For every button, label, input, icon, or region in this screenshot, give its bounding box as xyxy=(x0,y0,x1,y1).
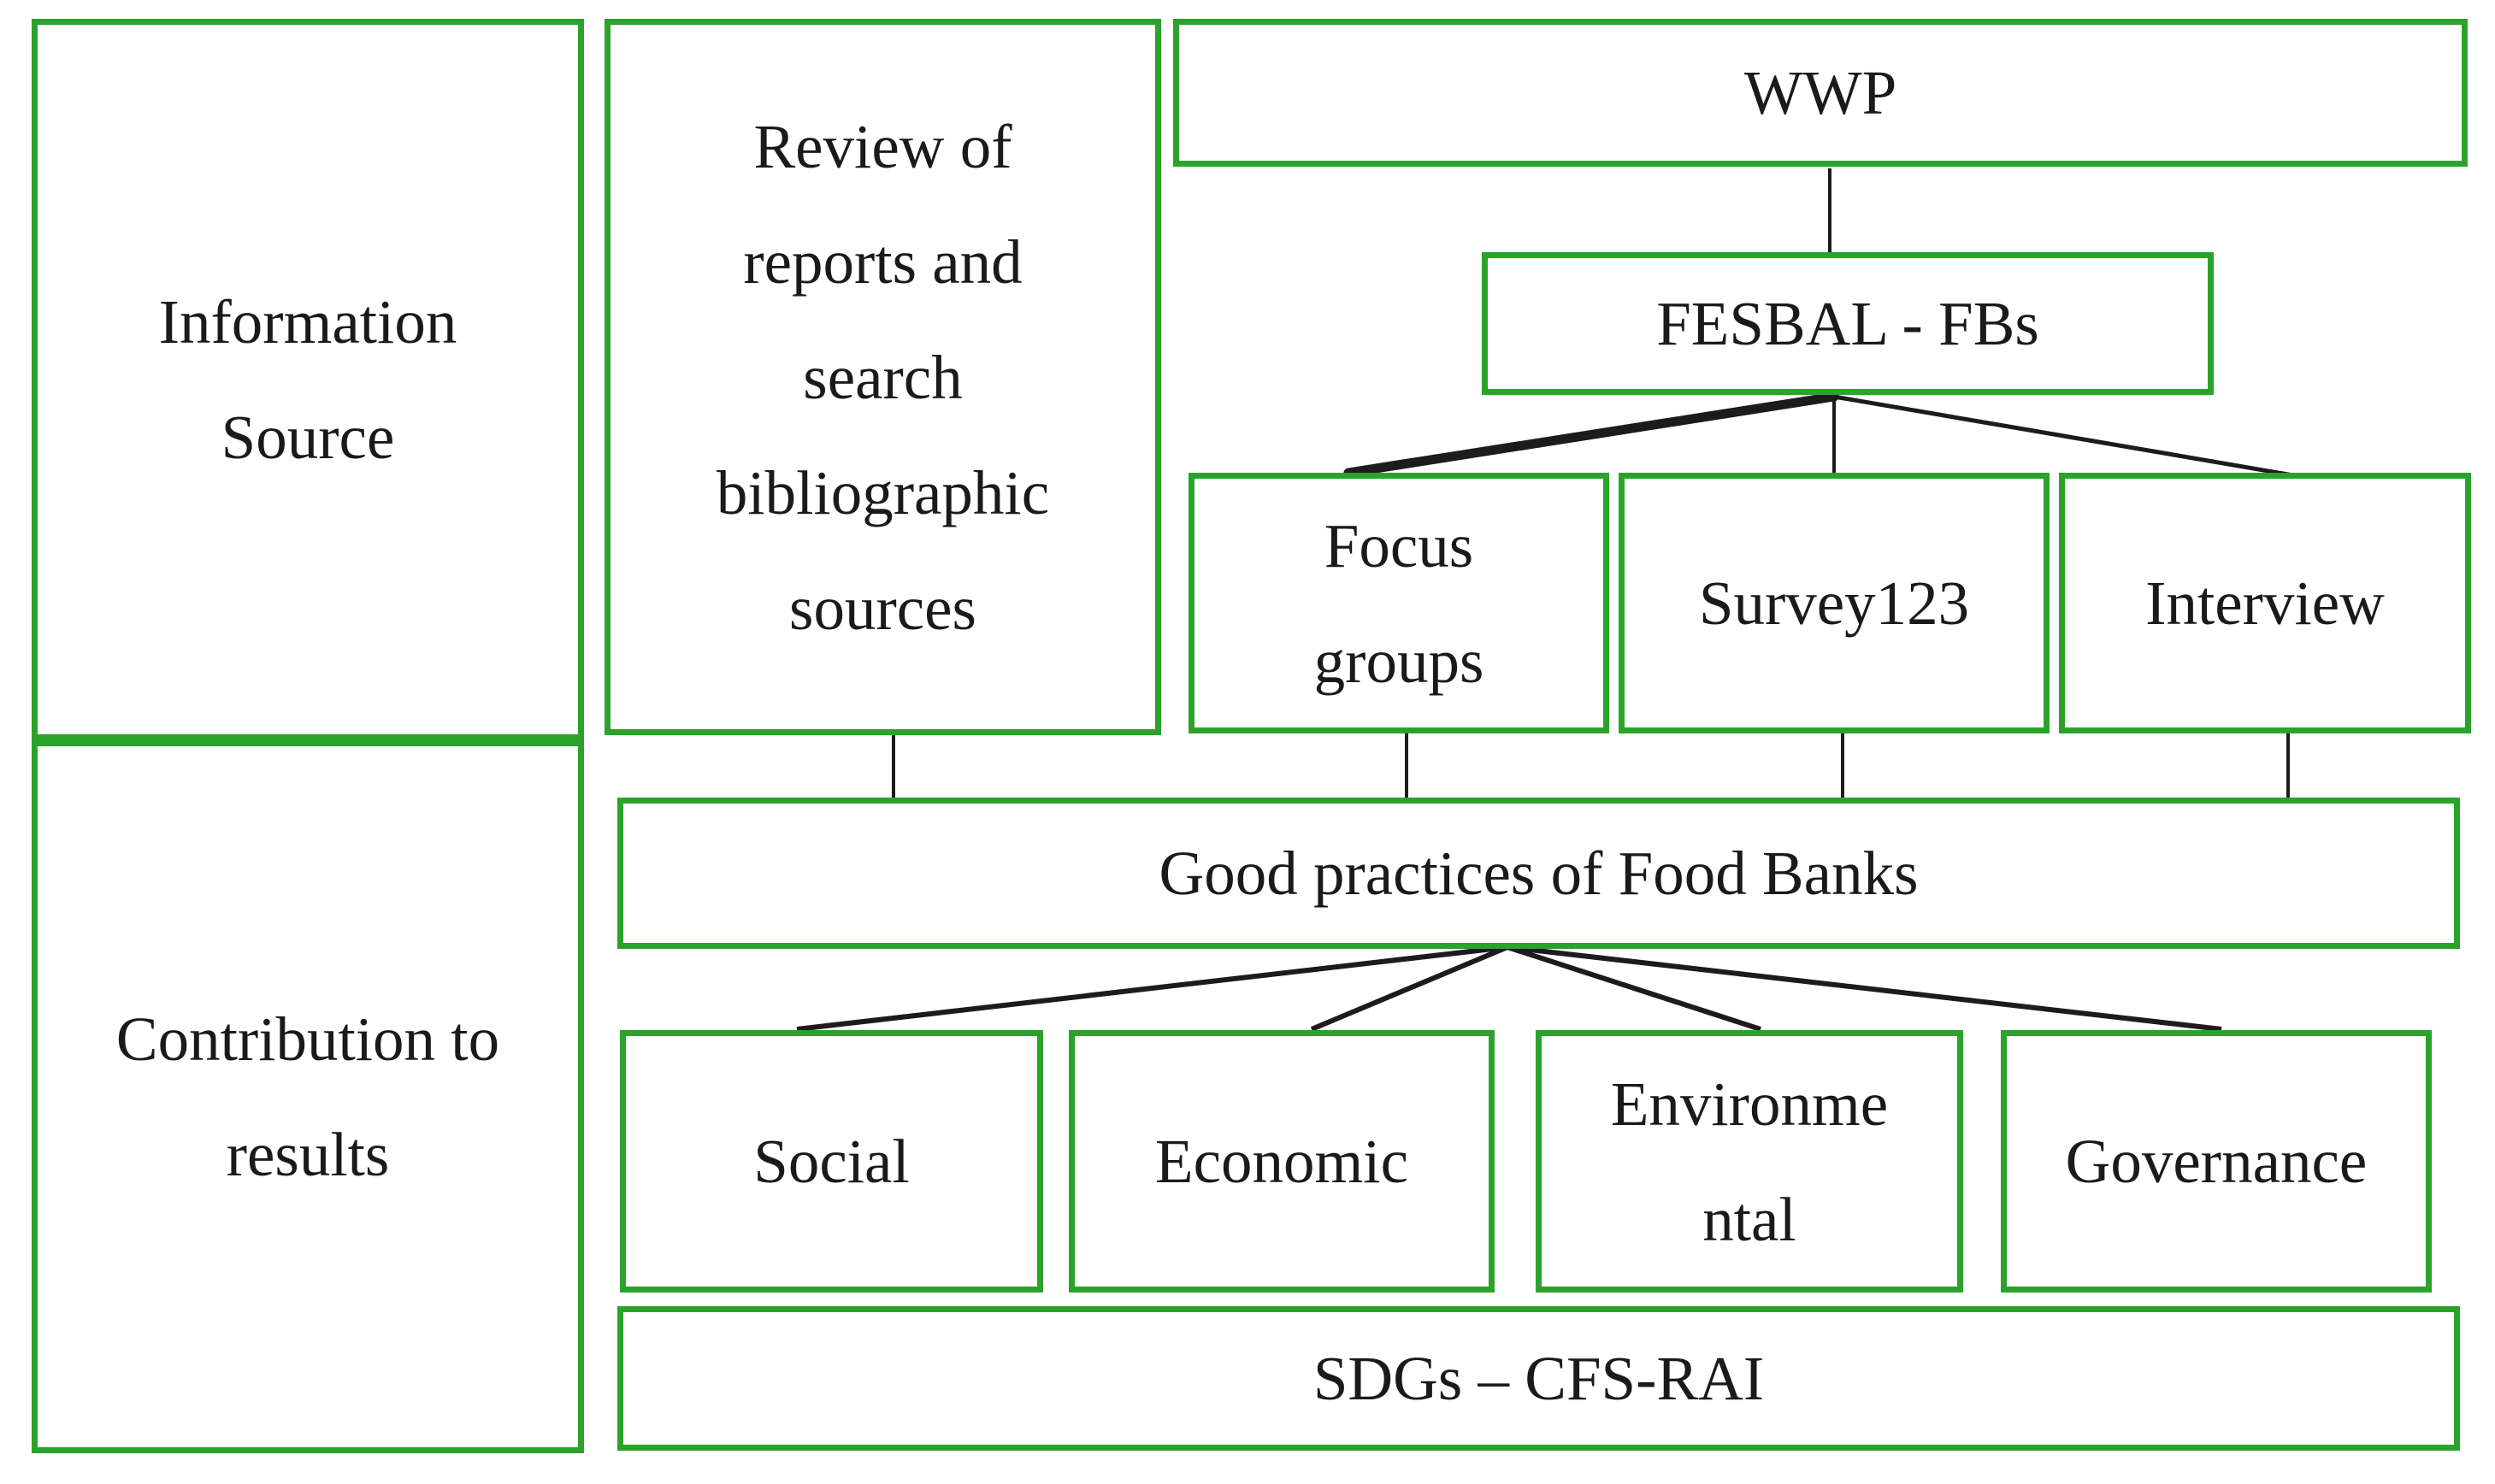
text-line: results xyxy=(226,1120,390,1189)
text-line: Focus xyxy=(1324,510,1474,580)
text-line: search xyxy=(803,342,963,412)
node-label: Good practices of Food Banks xyxy=(1159,839,1919,908)
node-label: Review of reports and search bibliographic s… xyxy=(610,89,1155,666)
node-focus-groups: Focus groups xyxy=(1189,473,1609,733)
connector-goodpractices-social xyxy=(796,945,1508,1032)
node-label: Economic xyxy=(1155,1127,1408,1196)
connector-goodpractices-economic xyxy=(1310,945,1509,1032)
text-line: reports and xyxy=(743,227,1023,297)
text-line: Contribution to xyxy=(115,1004,500,1074)
text-line: Information xyxy=(158,287,457,356)
connector-goodpractices-environmental xyxy=(1507,945,1761,1032)
node-environmental: Environme ntal xyxy=(1536,1030,1963,1293)
node-governance: Governance xyxy=(2001,1030,2432,1293)
node-sdgs-cfs-rai: SDGs – CFS-RAI xyxy=(617,1306,2460,1451)
node-survey123: Survey123 xyxy=(1619,473,2050,733)
node-label: Interview xyxy=(2145,568,2385,638)
node-label: WWP xyxy=(1743,58,1897,127)
node-label: SDGs – CFS-RAI xyxy=(1312,1344,1765,1413)
text-line: Review of xyxy=(753,111,1012,181)
node-fesbal-fbs: FESBAL - FBs xyxy=(1482,252,2214,395)
node-label: Social xyxy=(753,1127,910,1196)
connector-fesbal-focus-groups xyxy=(1343,392,1839,478)
node-review-of-reports: Review of reports and search bibliographic s… xyxy=(605,19,1161,735)
text-line: Environme xyxy=(1610,1069,1889,1139)
node-economic: Economic xyxy=(1069,1030,1495,1293)
node-label: Survey123 xyxy=(1698,568,1970,638)
text-line: sources xyxy=(789,573,976,643)
node-wwp: WWP xyxy=(1173,19,2468,167)
node-label: FESBAL - FBs xyxy=(1656,289,2039,358)
node-label: Governance xyxy=(2065,1127,2368,1196)
node-social: Social xyxy=(620,1030,1043,1293)
text-line: groups xyxy=(1313,626,1484,696)
text-line: Source xyxy=(221,403,395,472)
connector-fesbal-interview xyxy=(1833,394,2294,478)
connector-goodpractices-governance xyxy=(1507,945,2222,1032)
node-interview: Interview xyxy=(2059,473,2471,733)
text-line: bibliographic xyxy=(716,457,1050,527)
node-label: Focus groups xyxy=(1194,488,1603,719)
node-good-practices: Good practices of Food Banks xyxy=(617,798,2460,949)
node-contribution-to-results: Contribution to results xyxy=(32,740,584,1453)
node-label: Environme ntal xyxy=(1542,1046,1957,1277)
text-line: ntal xyxy=(1702,1184,1796,1254)
node-label: Contribution to results xyxy=(38,981,578,1212)
